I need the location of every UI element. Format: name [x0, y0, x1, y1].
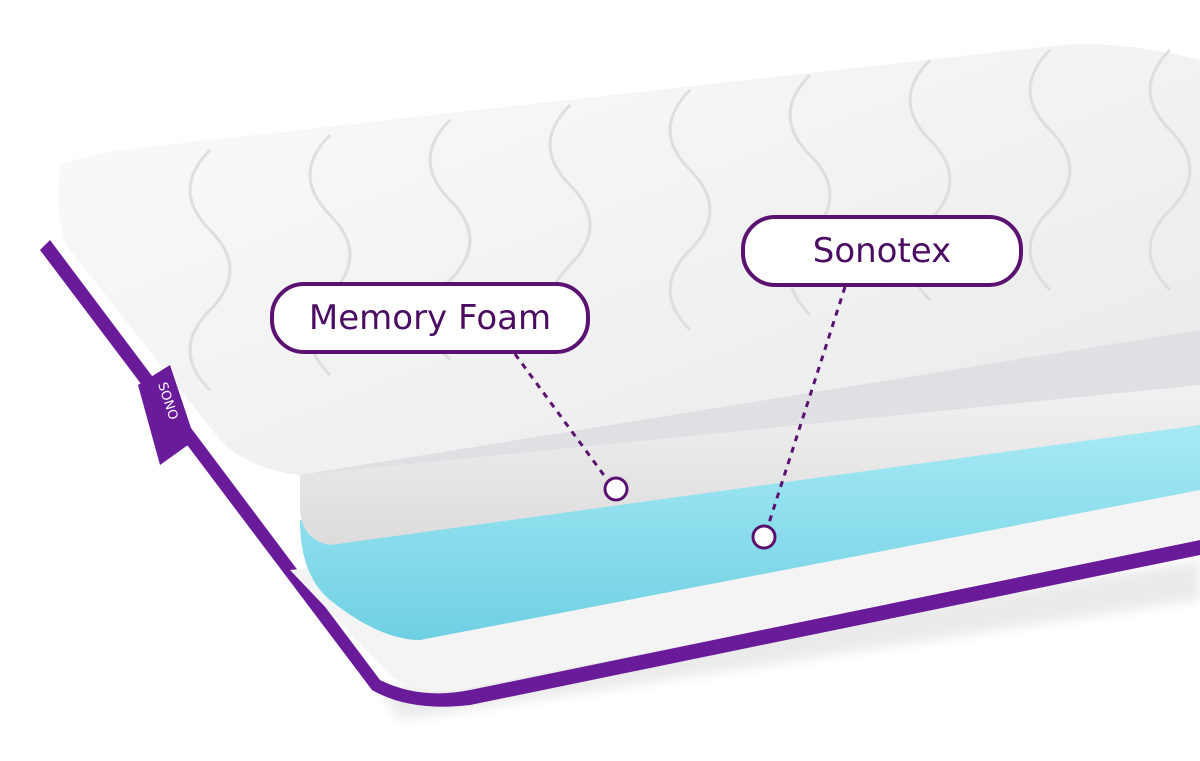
- quilted-top-cover: [58, 44, 1200, 475]
- sonotex-label: Sonotex: [812, 231, 952, 271]
- sonotex-marker: [751, 524, 777, 550]
- memory-foam-label: Memory Foam: [308, 298, 552, 338]
- memory-foam-leader: [513, 353, 608, 479]
- sonotex-callout: Sonotex: [741, 215, 1023, 287]
- memory-foam-layer: [300, 380, 1200, 545]
- memory-foam-callout: Memory Foam: [270, 282, 590, 354]
- memory-foam-marker: [603, 476, 629, 502]
- sonotex-leader: [766, 286, 847, 527]
- sonotex-layer: [300, 420, 1200, 640]
- sono-brand-tag: SONO: [138, 365, 195, 465]
